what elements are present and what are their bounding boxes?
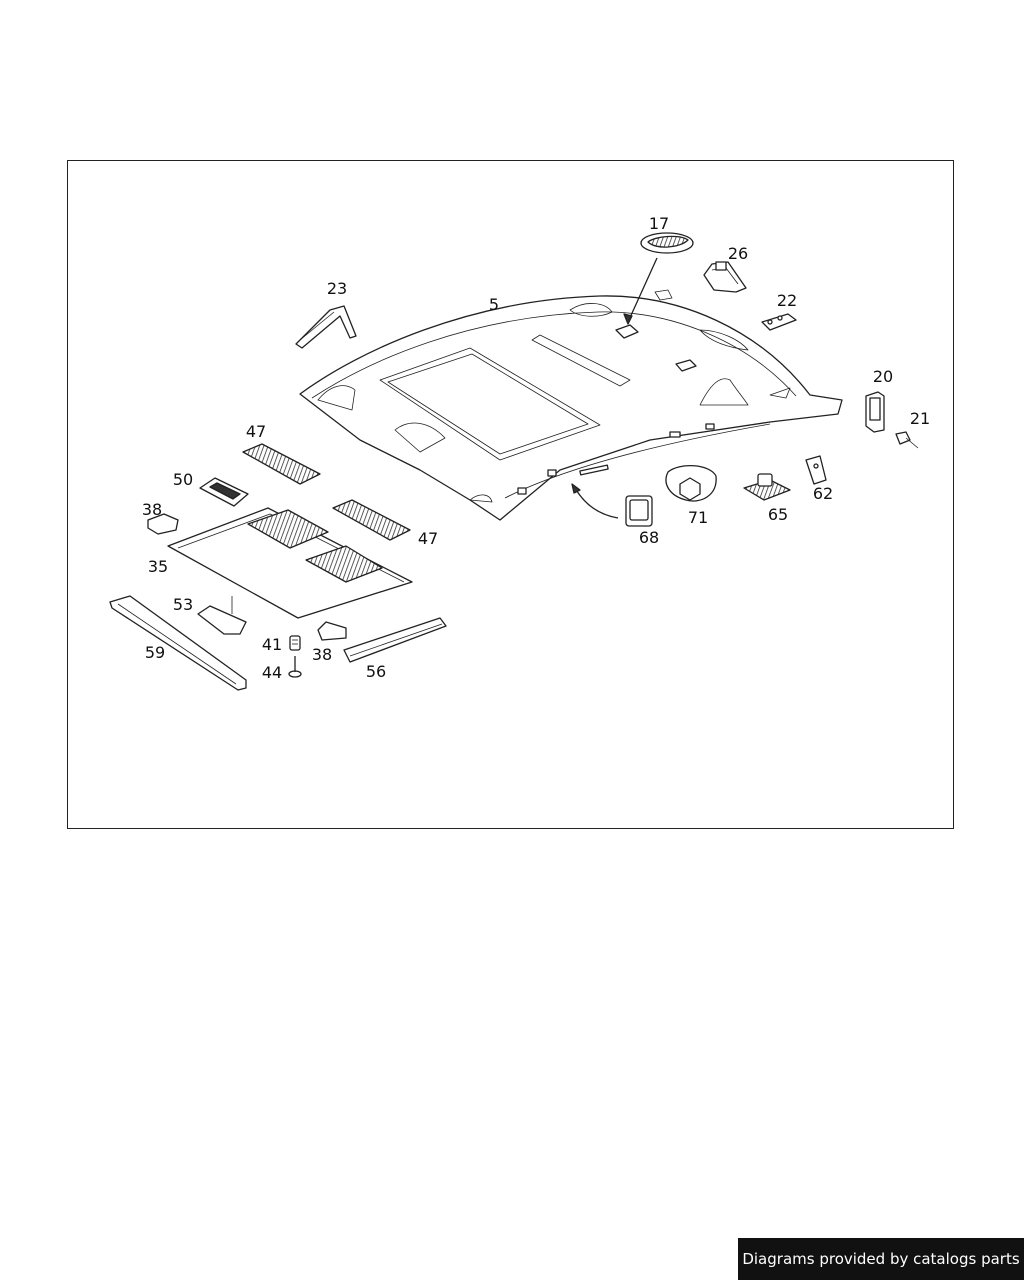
callout-65: 65: [767, 505, 789, 524]
callout-22: 22: [776, 291, 798, 310]
pin-part-21: [895, 431, 919, 449]
callout-38-left: 38: [141, 500, 163, 519]
headliner-part-5: [299, 289, 843, 521]
callout-38-lower: 38: [311, 645, 333, 664]
clip-part-22: [761, 313, 797, 331]
clip-part-17: [623, 232, 694, 325]
pad-part-47-lower: [332, 499, 411, 541]
callout-53: 53: [172, 595, 194, 614]
callout-26: 26: [727, 244, 749, 263]
callout-35: 35: [147, 557, 169, 576]
cover-part-53: [197, 605, 247, 635]
callout-5: 5: [488, 295, 500, 314]
callout-23: 23: [326, 279, 348, 298]
callout-20: 20: [872, 367, 894, 386]
holder-part-68: [571, 483, 653, 527]
callout-59: 59: [144, 643, 166, 662]
clip-part-38-left: [147, 513, 179, 535]
callout-41: 41: [261, 635, 283, 654]
clip-part-38-lower: [317, 621, 347, 641]
pad-part-47-upper: [242, 443, 321, 485]
fastener-part-65: [743, 473, 791, 501]
grommet-part-71: [665, 465, 717, 502]
frame-part-50: [199, 477, 249, 507]
screw-part-44: [288, 656, 302, 678]
strap-part-23: [295, 305, 357, 349]
nut-part-41: [289, 635, 301, 651]
rail-part-59: [109, 595, 247, 691]
callout-17: 17: [648, 214, 670, 233]
panel-part-35: [167, 507, 413, 619]
bracket-part-26: [703, 261, 747, 293]
callout-56: 56: [365, 662, 387, 681]
callout-21: 21: [909, 409, 931, 428]
callout-62: 62: [812, 484, 834, 503]
callout-50: 50: [172, 470, 194, 489]
holder-part-20: [865, 391, 885, 433]
credit-badge: Diagrams provided by catalogs parts: [738, 1238, 1024, 1280]
callout-44: 44: [261, 663, 283, 682]
callout-71: 71: [687, 508, 709, 527]
callout-47-lower: 47: [417, 529, 439, 548]
clip-part-62: [805, 455, 827, 485]
callout-47-upper: 47: [245, 422, 267, 441]
rail-part-56: [343, 617, 447, 663]
callout-68: 68: [638, 528, 660, 547]
